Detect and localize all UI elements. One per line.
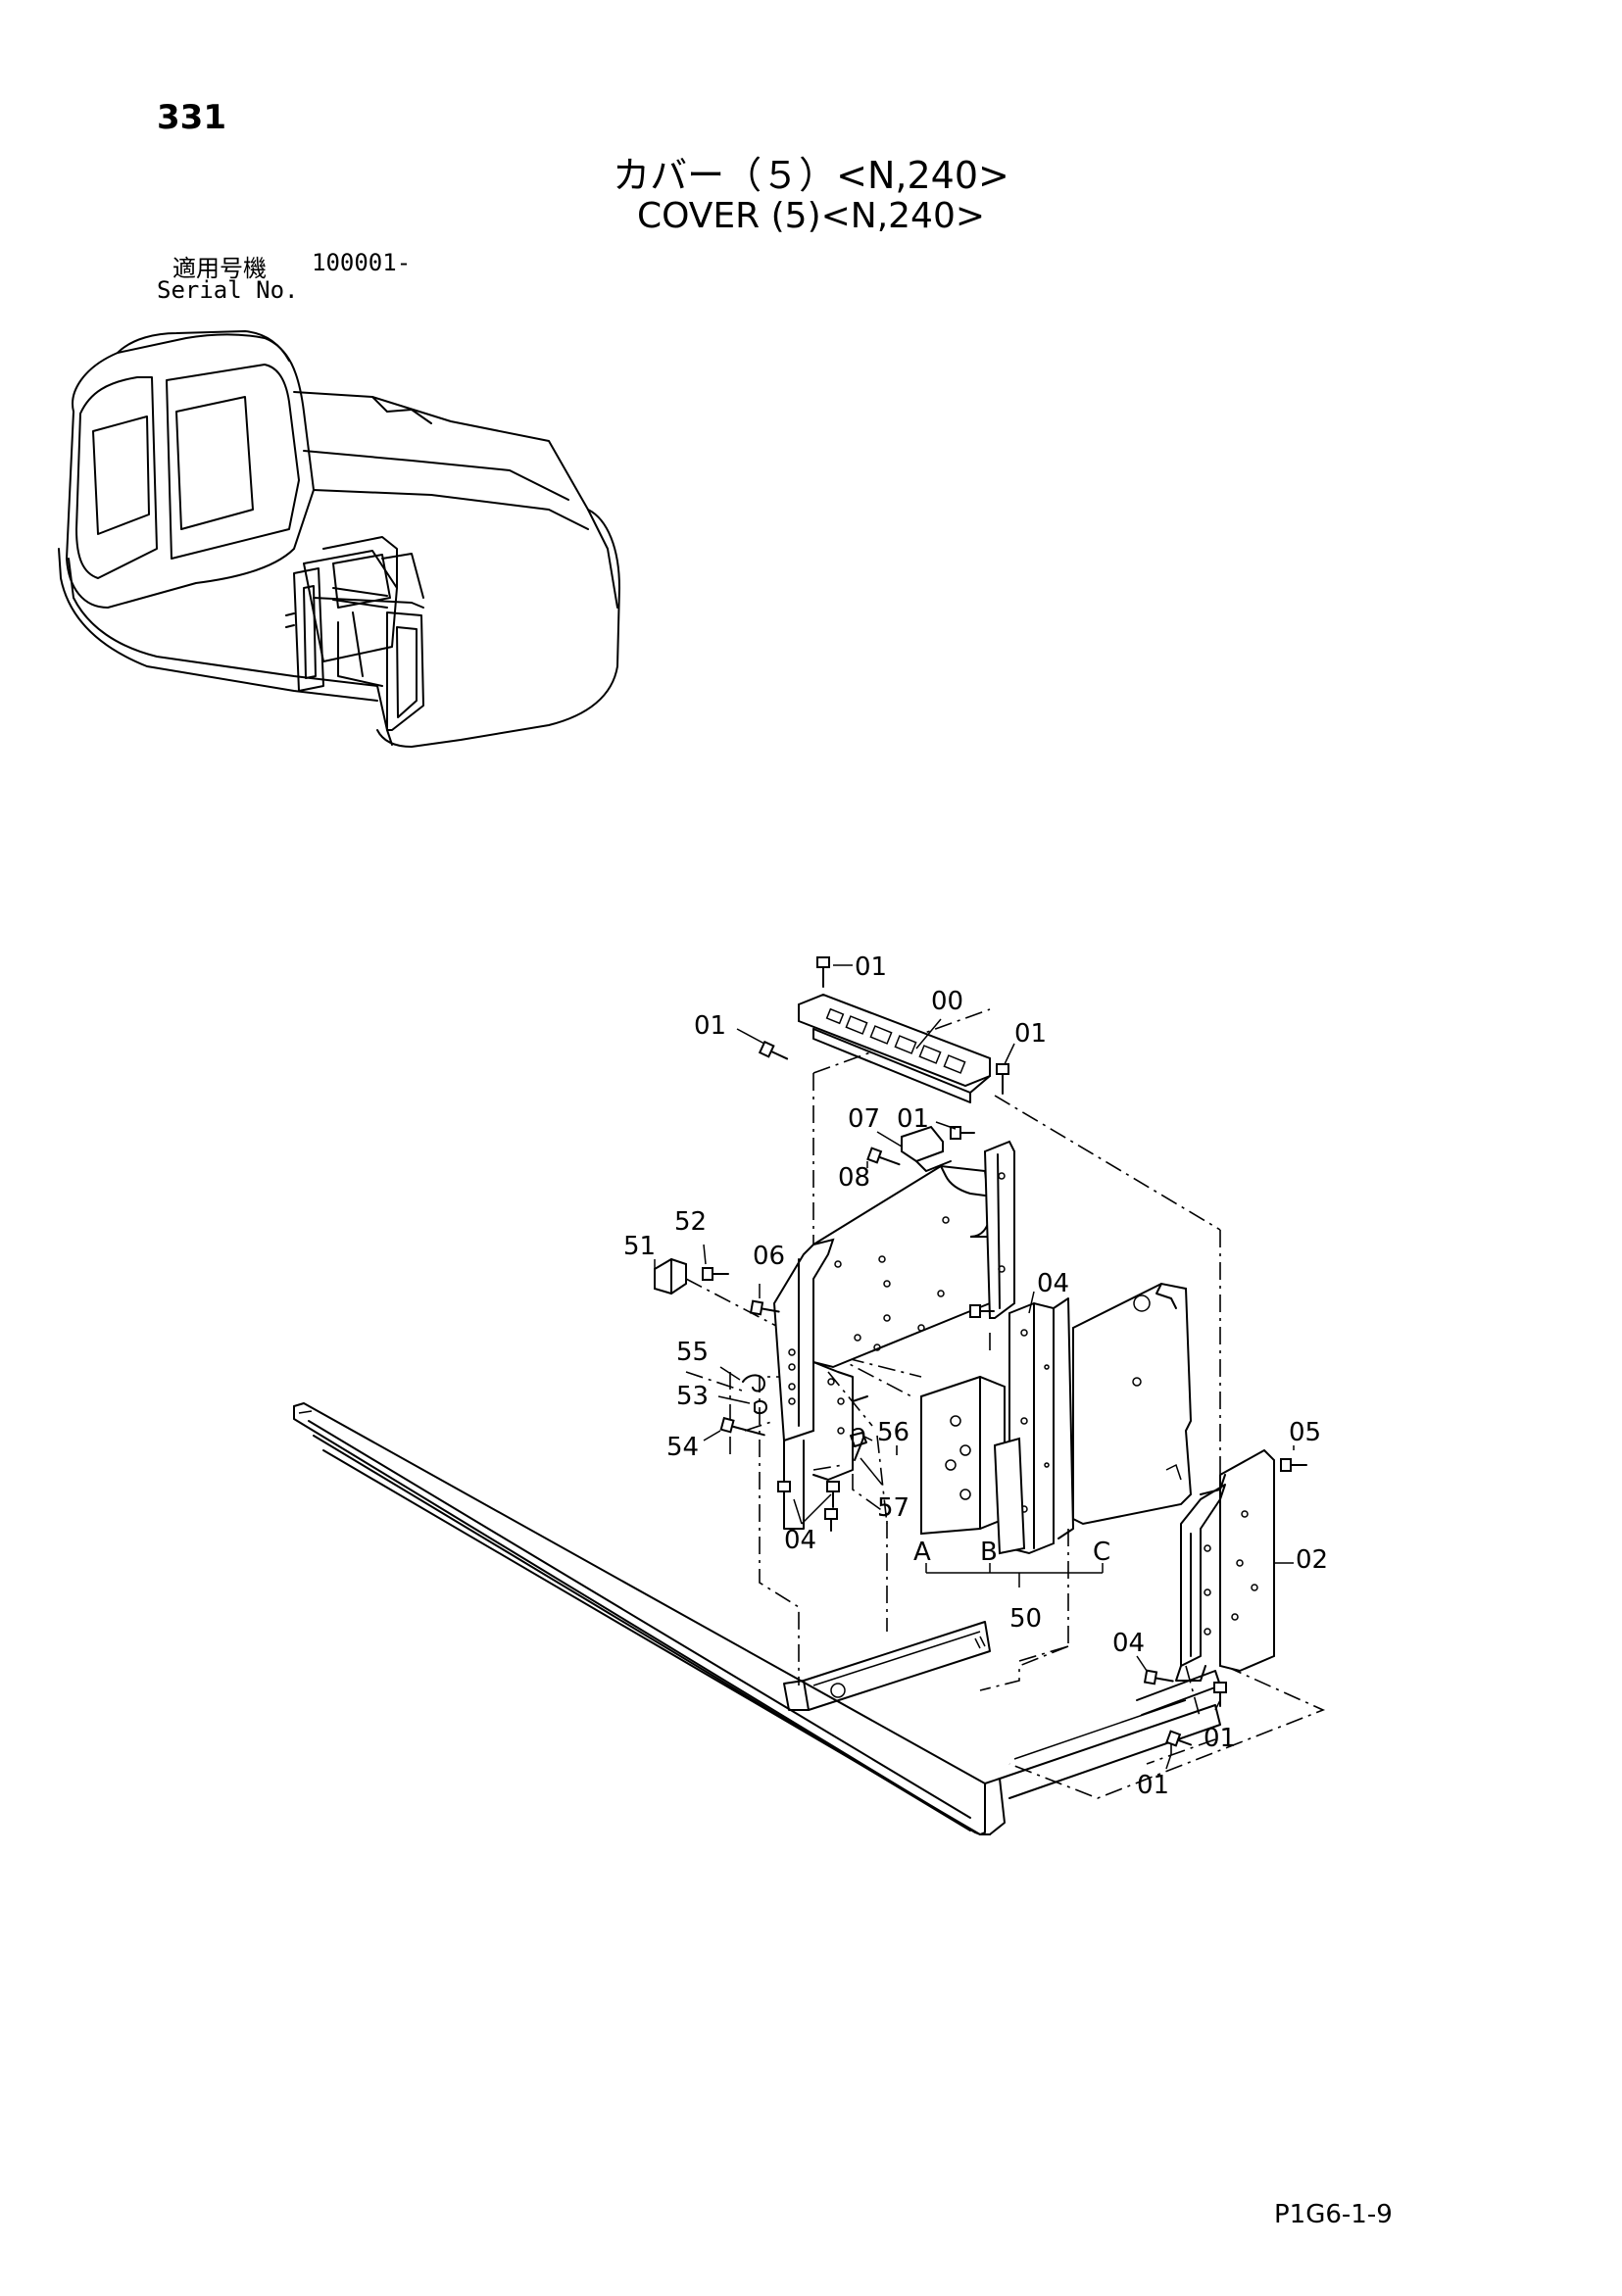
callout-54: 54 [666,1433,699,1462]
insulation-pad-b [993,1437,1026,1555]
bolt-icon [719,1416,765,1437]
small-bracket [901,1125,952,1172]
lower-support-plate [783,1621,1221,1799]
insulation-pad-a [920,1375,1006,1536]
callout-C: C [1093,1538,1110,1567]
callout-labels: 01 00 01 01 07 01 08 52 51 06 04 55 53 5… [623,953,1328,1800]
bolt-icon [1213,1682,1227,1707]
title-japanese: カバー（５）<N,240> [613,154,1009,197]
callout-52: 52 [674,1207,707,1237]
bolt-icon [1143,1669,1174,1685]
callout-08: 08 [838,1163,870,1193]
side-rail [293,1402,1006,1835]
callout-01: 01 [897,1104,929,1134]
callout-05: 05 [1289,1418,1321,1447]
sheet-code: P1G6-1-9 [1274,2200,1393,2229]
serial-value: 100001- [312,249,412,276]
title-english: COVER (5)<N,240> [636,196,986,236]
page-number: 331 [157,98,226,137]
bolt-icon [816,956,830,988]
machine-location-thumbnail [58,330,620,748]
callout-57: 57 [877,1493,909,1523]
callout-00: 00 [931,987,963,1016]
cover-assembly-exploded-view: 01 00 01 01 07 01 08 52 51 06 04 55 53 5… [293,953,1328,1835]
vertical-angle-post [983,1140,1015,1319]
callout-06: 06 [753,1242,785,1271]
main-cover-panel [812,1164,992,1369]
bolt-icon [950,1126,975,1140]
bolt-icon [1165,1730,1193,1747]
callout-01: 01 [1014,1019,1047,1049]
bolt-icon [996,1063,1009,1095]
callout-01: 01 [1137,1771,1169,1800]
bolts [702,956,1307,1747]
pin-icon [852,1428,865,1461]
bolt-icon [777,1481,791,1508]
callout-A: A [913,1538,931,1567]
nut-icon [850,1432,867,1447]
callout-01: 01 [1204,1724,1236,1753]
callout-04: 04 [784,1526,816,1555]
callout-04: 04 [1037,1269,1069,1298]
bolt-icon [758,1040,789,1060]
bolt-icon [826,1481,840,1508]
leader-lines [654,964,1295,1770]
callout-56: 56 [877,1418,909,1447]
left-side-panel [772,1238,868,1530]
bolt-icon [824,1508,838,1532]
clip [654,1257,687,1295]
callout-55: 55 [676,1338,709,1367]
callout-07: 07 [848,1104,880,1134]
bolt-icon [969,1304,995,1318]
callout-B: B [980,1538,998,1567]
callout-53: 53 [676,1382,709,1411]
bolt-icon [702,1267,729,1281]
callout-01: 01 [855,953,887,982]
washer-icon [754,1399,767,1415]
callout-01: 01 [694,1011,726,1041]
bolt-icon [866,1147,901,1166]
spring-clip-icon [742,1374,765,1392]
callout-50: 50 [1009,1604,1042,1634]
serial-label-english: Serial No. [157,276,299,304]
top-bracket [798,993,991,1103]
insulation-pad-c [1072,1282,1193,1526]
callout-51: 51 [623,1232,656,1261]
bolt-icon [749,1299,780,1316]
assembly-guide-lines [685,1008,1326,1799]
callout-02: 02 [1296,1545,1328,1575]
bolt-icon [1280,1458,1307,1472]
callout-04: 04 [1112,1629,1145,1658]
serial-label-japanese: 適用号機 [172,255,267,282]
right-cover-panel [1175,1448,1275,1682]
